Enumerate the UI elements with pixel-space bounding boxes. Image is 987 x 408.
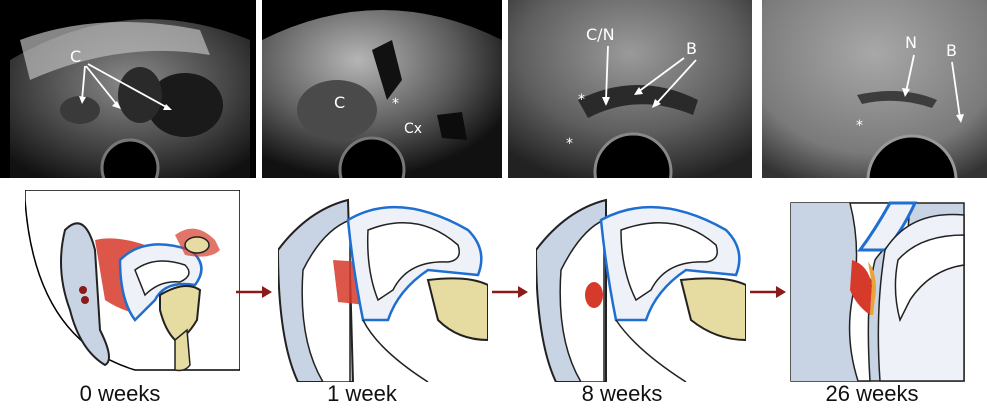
progression-arrow-1: [234, 284, 274, 305]
diagram-1-week: [278, 190, 488, 382]
label-cx: Cx: [404, 121, 422, 137]
label-b: B: [946, 41, 957, 60]
timepoint-label-2: 8 weeks: [522, 381, 722, 407]
asterisk-marker: *: [856, 118, 863, 134]
diagram-8-weeks: [536, 190, 746, 382]
asterisk-marker: *: [392, 96, 399, 112]
label-c: C: [70, 47, 81, 66]
label-b: B: [686, 39, 697, 58]
timepoint-label-0: 0 weeks: [20, 381, 220, 407]
diagram-26-weeks: [790, 190, 965, 382]
timepoint-label-3: 26 weeks: [772, 381, 972, 407]
ultrasound-panel-8-weeks: C/N B * *: [508, 0, 752, 178]
label-c-n: C/N: [586, 25, 615, 44]
progression-arrow-3: [748, 284, 788, 305]
label-n: N: [905, 33, 917, 52]
timepoint-label-1: 1 week: [262, 381, 462, 407]
ultrasound-panel-0-weeks: C: [0, 0, 256, 178]
ultrasound-panel-1-week: C * Cx: [262, 0, 502, 178]
ultrasound-panel-26-weeks: N B *: [762, 0, 987, 178]
progression-arrow-2: [490, 284, 530, 305]
diagram-0-weeks: [25, 190, 240, 382]
label-c: C: [334, 93, 345, 112]
asterisk-marker-2: *: [566, 136, 573, 152]
asterisk-marker: *: [578, 92, 585, 108]
